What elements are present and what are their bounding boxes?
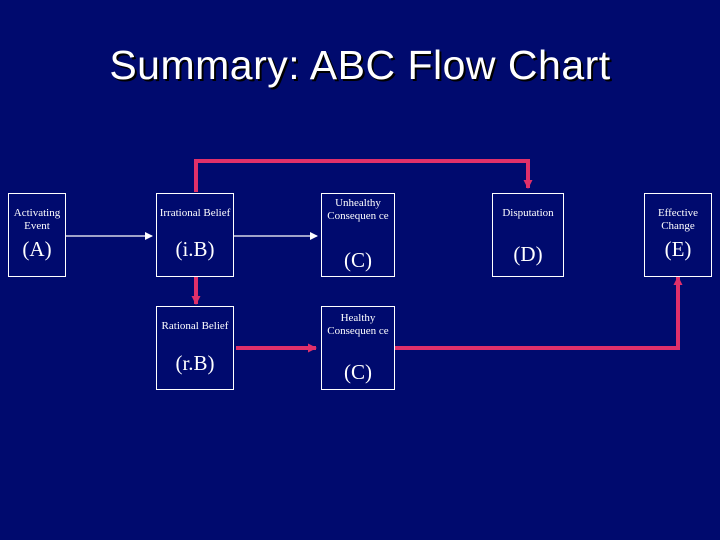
box-disputation: Disputation (D): [492, 193, 564, 277]
box-label: Effective Change: [657, 207, 699, 232]
box-unhealthy-consequence: Unhealthy Consequen ce (C): [321, 193, 395, 277]
box-activating-event: Activating Event (A): [8, 193, 66, 277]
slide-title: Summary: ABC Flow Chart: [109, 42, 611, 88]
box-code: (E): [664, 237, 692, 261]
connector-c-to-d: [194, 159, 533, 192]
box-code: (C): [344, 248, 372, 272]
box-irrational-belief: Irrational Belief (i.B): [156, 193, 234, 277]
box-label: Rational Belief: [161, 320, 229, 332]
box-label: Unhealthy Consequen ce: [327, 197, 389, 222]
box-code: (A): [22, 237, 52, 261]
box-code: (D): [513, 242, 543, 266]
box-label: Irrational Belief: [159, 207, 231, 219]
box-label: Disputation: [502, 207, 554, 219]
box-healthy-consequence: Healthy Consequen ce (C): [321, 306, 395, 390]
box-effective-change: Effective Change (E): [644, 193, 712, 277]
box-label: Activating Event: [13, 207, 61, 232]
box-code: (r.B): [175, 351, 215, 375]
connector-hc-to-e: [395, 276, 683, 350]
box-code: (i.B): [175, 237, 215, 261]
box-rational-belief: Rational Belief (r.B): [156, 306, 234, 390]
box-code: (C): [344, 360, 372, 384]
box-label: Healthy Consequen ce: [327, 312, 389, 337]
